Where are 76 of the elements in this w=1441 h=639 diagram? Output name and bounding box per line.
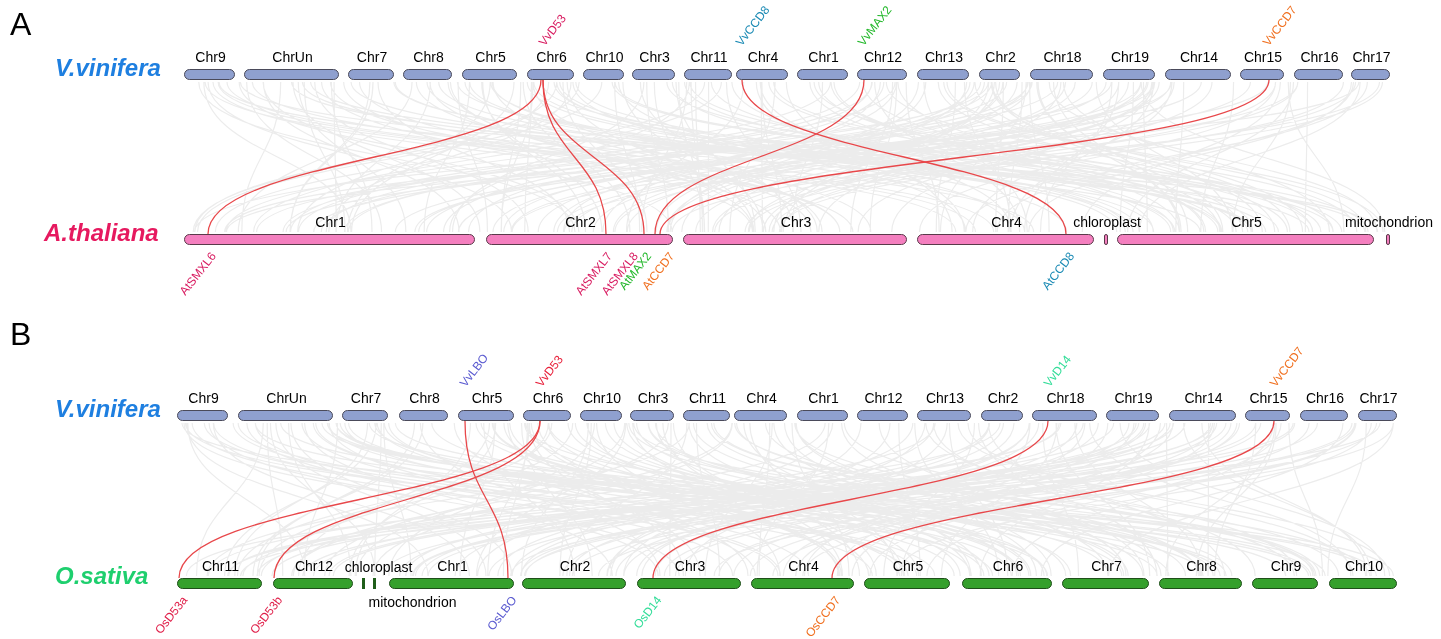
chromosome-label: Chr11: [688, 391, 727, 405]
synteny-link: [464, 420, 509, 579]
chromosome-label: Chr4: [788, 559, 819, 573]
chromosome-label: Chr5: [1231, 215, 1262, 229]
chromosome-label: Chr1: [315, 215, 346, 229]
chromosome-label: Chr4: [991, 215, 1022, 229]
synteny-link: [654, 79, 865, 235]
synteny-link: [273, 420, 541, 579]
chromosome-label: Chr17: [1352, 50, 1391, 64]
chromosome-label: Chr7: [356, 50, 388, 64]
species-name: A.thaliana: [44, 221, 159, 245]
chromosome-label: Chr13: [925, 391, 965, 405]
chromosome-label: Chr10: [585, 50, 624, 64]
chromosome-label: Chr11: [690, 50, 728, 64]
chromosome-label: Chr10: [1344, 559, 1384, 573]
chromosome-label: Chr18: [1043, 50, 1082, 64]
chromosome-label: chloroplast: [1073, 215, 1141, 229]
chromosome-label: Chr1: [437, 559, 468, 573]
chromosome-label: mitochondrion: [1345, 215, 1433, 229]
synteny-link: [652, 420, 1049, 579]
chromosome-label: Chr2: [565, 215, 596, 229]
chromosome-label: Chr3: [674, 559, 706, 573]
chromosome-label: Chr4: [747, 50, 779, 64]
chromosome-label: Chr8: [1186, 559, 1217, 573]
chromosome-label: Chr2: [985, 50, 1016, 64]
chromosome-label: Chr4: [746, 391, 777, 405]
chromosome-label: Chr2: [987, 391, 1019, 405]
chromosome-label: Chr16: [1300, 50, 1339, 64]
chromosome-label: Chr2: [559, 559, 591, 573]
species-name: V.vinifera: [55, 397, 161, 421]
chromosome-label: Chr3: [639, 50, 670, 64]
chromosome-label: Chr1: [808, 391, 839, 405]
synteny-link: [659, 79, 1270, 235]
chromosome-label: Chr7: [350, 391, 382, 405]
panel-letter: A: [10, 8, 32, 40]
chromosome-label: Chr9: [1270, 559, 1302, 573]
chromosome-label: Chr5: [471, 391, 503, 405]
chromosome-label: Chr15: [1249, 391, 1288, 405]
chromosome-label: Chr9: [195, 50, 226, 64]
chromosome-label: Chr12: [863, 50, 903, 64]
chromosome-label: mitochondrion: [368, 595, 457, 609]
synteny-link: [831, 420, 1275, 579]
chromosome-label: Chr5: [475, 50, 506, 64]
chromosome-label: Chr6: [532, 391, 564, 405]
chromosome-label: Chr11: [201, 559, 240, 573]
chromosome-label: Chr5: [892, 559, 924, 573]
chromosome-label: Chr12: [864, 391, 903, 405]
chromosome-label: Chr14: [1184, 391, 1223, 405]
chromosome-label: Chr6: [536, 50, 567, 64]
chromosome-label: Chr19: [1114, 391, 1153, 405]
chromosome-label: Chr8: [413, 50, 444, 64]
chromosome-label: Chr10: [582, 391, 622, 405]
chromosome-label: Chr3: [780, 215, 812, 229]
chromosome-label: ChrUn: [266, 391, 307, 405]
chromosome-label: Chr14: [1179, 50, 1219, 64]
chromosome-label: chloroplast: [344, 560, 413, 574]
chromosome-label: Chr18: [1046, 391, 1085, 405]
chromosome-label: Chr17: [1359, 391, 1398, 405]
synteny-link: [542, 79, 645, 235]
chromosome-label: Chr15: [1243, 50, 1283, 64]
chromosome-label: Chr9: [188, 391, 219, 405]
chromosome-label: Chr13: [924, 50, 964, 64]
chromosome-label: ChrUn: [272, 50, 313, 64]
species-name: O.sativa: [55, 564, 149, 588]
panel-letter: B: [10, 318, 32, 350]
chromosome-label: Chr3: [637, 391, 669, 405]
chromosome-label: Chr16: [1305, 391, 1345, 405]
chromosome-label: Chr12: [294, 559, 334, 573]
chromosome-label: Chr19: [1110, 50, 1150, 64]
chromosome-label: Chr8: [409, 391, 440, 405]
chromosome-label: Chr1: [808, 50, 839, 64]
synteny-link: [741, 79, 1067, 235]
species-name: V.vinifera: [55, 56, 161, 80]
chromosome-label: Chr7: [1091, 559, 1122, 573]
synteny-link: [207, 79, 542, 235]
chromosome-label: Chr6: [992, 559, 1024, 573]
